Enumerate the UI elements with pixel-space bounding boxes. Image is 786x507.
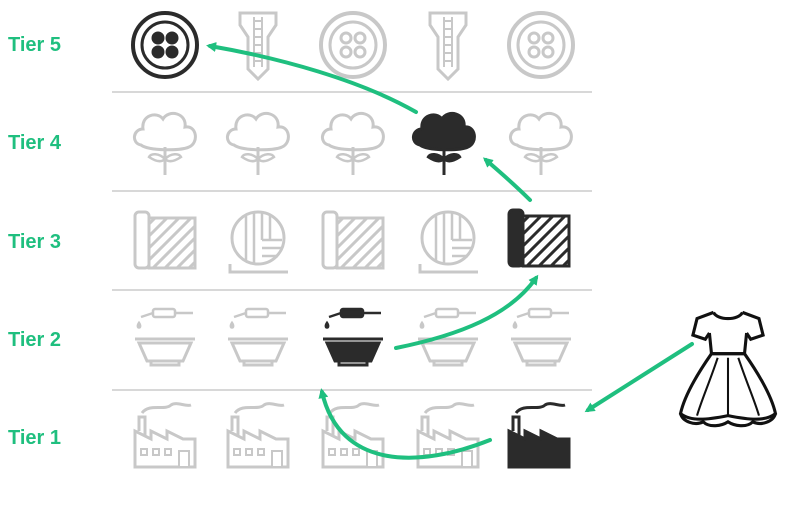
- fabric-roll-icon: [133, 210, 197, 270]
- cotton-plant-icon: [320, 111, 385, 177]
- flow-arrow: [482, 157, 532, 202]
- dye-basin-icon: [321, 307, 385, 367]
- zipper-icon: [428, 11, 468, 81]
- tier-label-3: Tier 3: [8, 231, 61, 253]
- factory-icon: [507, 402, 571, 469]
- dye-basin-icon: [416, 307, 480, 367]
- button-icon: [507, 11, 575, 79]
- dye-basin-icon: [226, 307, 290, 367]
- yarn-ball-icon: [228, 210, 290, 274]
- cotton-plant-icon: [225, 111, 290, 177]
- dress-icon: [678, 310, 778, 428]
- tier-label-1: Tier 1: [8, 427, 61, 449]
- fabric-roll-icon: [321, 210, 385, 270]
- flow-arrow: [318, 388, 492, 460]
- yarn-ball-icon: [418, 210, 480, 274]
- tier-label-4: Tier 4: [8, 132, 61, 154]
- flow-arrow: [206, 42, 418, 114]
- cotton-plant-icon: [508, 111, 573, 177]
- cotton-plant-icon: [411, 111, 476, 177]
- flow-arrow: [584, 342, 694, 413]
- factory-icon: [226, 402, 290, 469]
- dye-basin-icon: [133, 307, 197, 367]
- tier-label-5: Tier 5: [8, 34, 61, 56]
- zipper-icon: [238, 11, 278, 81]
- button-icon: [131, 11, 199, 79]
- button-icon-holes: [154, 34, 176, 56]
- button-icon: [319, 11, 387, 79]
- cotton-plant-icon: [132, 111, 197, 177]
- fabric-roll-icon: [507, 208, 571, 268]
- flow-arrow: [394, 274, 539, 350]
- dye-basin-icon: [509, 307, 573, 367]
- factory-icon: [133, 402, 197, 469]
- factory-icon: [321, 402, 385, 469]
- tier-label-2: Tier 2: [8, 329, 61, 351]
